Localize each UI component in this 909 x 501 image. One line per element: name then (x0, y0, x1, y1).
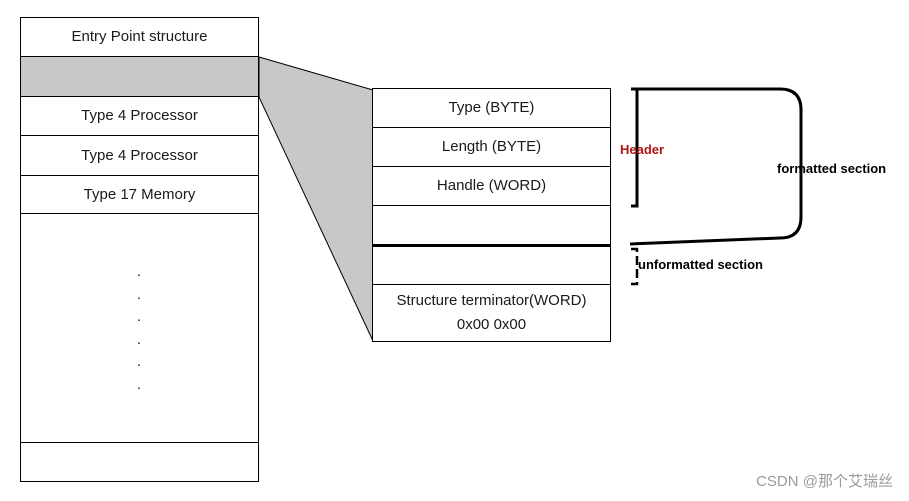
terminator-label: Structure terminator(WORD) (396, 292, 587, 309)
ellipsis-dot: . (137, 285, 141, 302)
ellipsis-dot: . (137, 353, 141, 369)
length-field: Length (BYTE) (372, 127, 611, 167)
unformatted-strings-field (372, 245, 611, 285)
ellipsis-dot: . (137, 375, 141, 392)
end-cell (20, 442, 259, 482)
terminator-value: 0x00 0x00 (456, 316, 527, 333)
formatted-data-field (372, 205, 611, 245)
header-bracket (631, 87, 639, 208)
header-label: Header (620, 142, 665, 157)
unformatted-section-bracket (631, 247, 639, 286)
zoom-wedge (258, 56, 374, 342)
remaining-structures-cell (20, 213, 259, 443)
unformatted-section-label: unformatted section (638, 257, 763, 272)
type-field: Type (BYTE) (372, 88, 611, 128)
ellipsis-dot: . (137, 330, 141, 347)
entry-point-cell: Entry Point structure (20, 17, 259, 57)
vertical-ellipsis: . . . . . . (20, 260, 258, 395)
type4-processor-cell-1: Type 4 Processor (20, 96, 259, 136)
ellipsis-dot: . (137, 263, 141, 279)
watermark: CSDN @那个艾瑞丝 (756, 473, 893, 490)
formatted-section-brace (629, 87, 803, 246)
structure-terminator-field: Structure terminator(WORD) 0x00 0x00 (372, 284, 611, 342)
handle-field: Handle (WORD) (372, 166, 611, 206)
ellipsis-dot: . (137, 308, 141, 324)
formatted-section-label: formatted section (777, 161, 887, 176)
